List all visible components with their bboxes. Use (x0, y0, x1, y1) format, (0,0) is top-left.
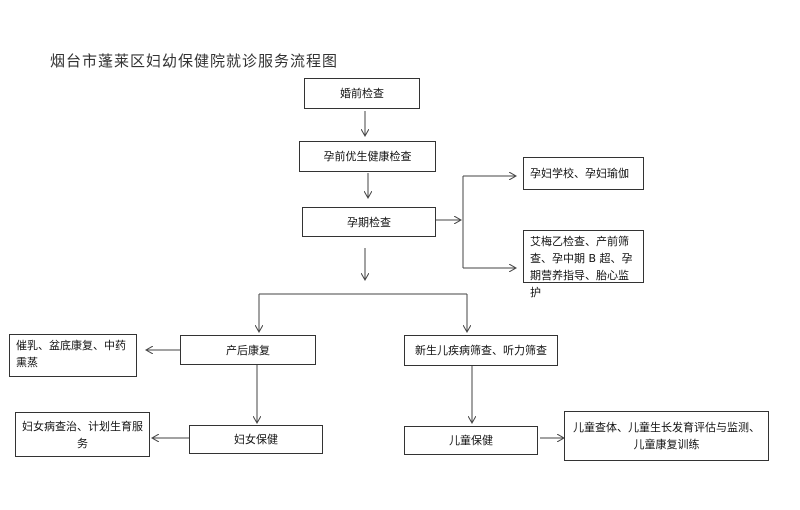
node-pregnancy-exam: 孕期检查 (302, 207, 436, 237)
node-newborn-screening: 新生儿疾病筛查、听力筛查 (404, 335, 558, 366)
node-postpartum-services: 催乳、盆底康复、中药熏蒸 (9, 334, 137, 377)
node-women-services: 妇女病查治、计划生育服务 (15, 412, 150, 457)
node-child-services: 儿童查体、儿童生长发育评估与监测、儿童康复训练 (564, 411, 769, 461)
node-child-health: 儿童保健 (404, 426, 538, 455)
node-premarital-exam: 婚前检查 (304, 78, 420, 109)
node-pregnancy-school: 孕妇学校、孕妇瑜伽 (523, 157, 644, 190)
diagram-title: 烟台市蓬莱区妇幼保健院就诊服务流程图 (50, 52, 339, 70)
node-postpartum-recovery: 产后康复 (180, 335, 316, 365)
node-women-health: 妇女保健 (189, 425, 323, 454)
node-prenatal-screening: 艾梅乙检查、产前筛查、孕中期 B 超、孕期营养指导、胎心监护 (523, 230, 644, 299)
node-prepregnancy-exam: 孕前优生健康检查 (299, 141, 436, 172)
